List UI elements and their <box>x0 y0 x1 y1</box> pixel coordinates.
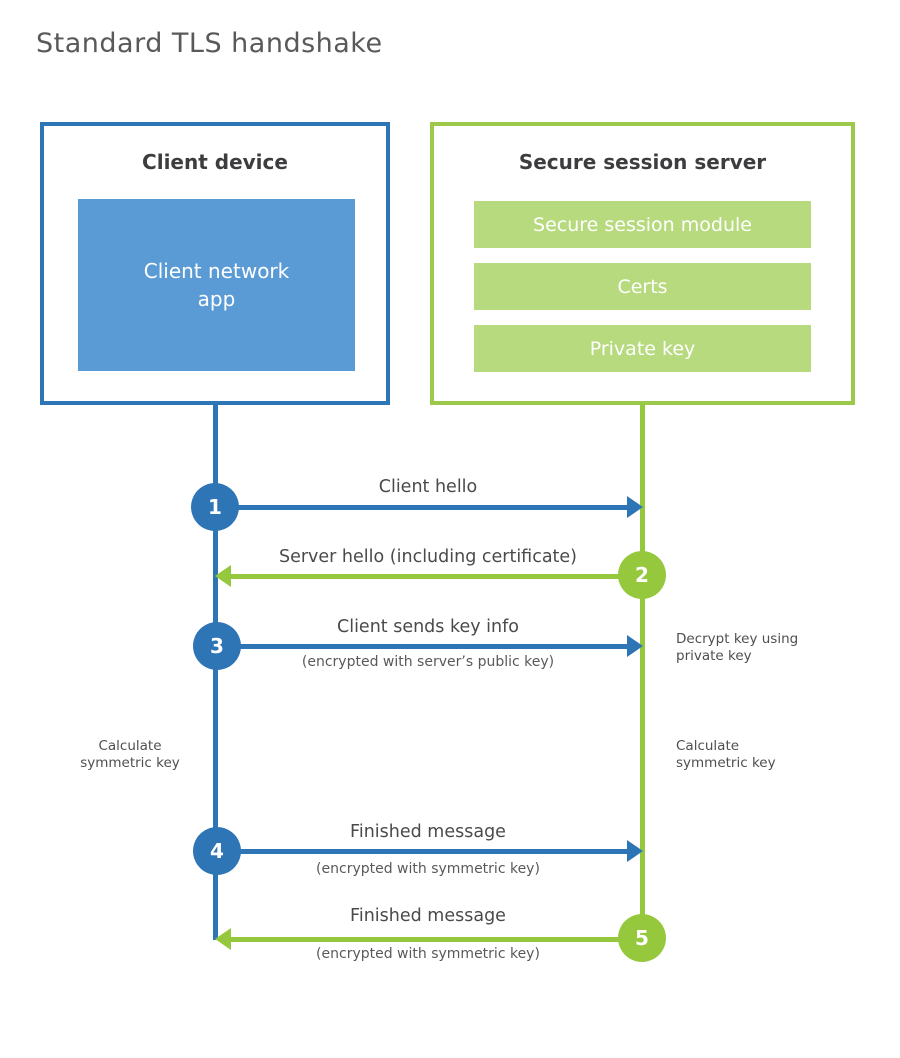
client-device-box: Client device Client network app <box>40 122 390 405</box>
note-calculate-symmetric-key-client: Calculate symmetric key <box>80 738 180 771</box>
step2-arrow-line <box>231 574 641 579</box>
step1-arrowhead-right-icon <box>627 496 643 518</box>
step1-label: Client hello <box>378 477 478 497</box>
step5-sublabel: (encrypted with symmetric key) <box>316 946 540 962</box>
step2-number-badge: 2 <box>618 551 666 599</box>
secure-session-server-box: Secure session server Secure session mod… <box>430 122 855 405</box>
step5-label: Finished message <box>350 906 506 926</box>
client-device-title: Client device <box>142 150 288 174</box>
client-network-app-block: Client network app <box>78 199 355 371</box>
step2-label: Server hello (including certificate) <box>278 547 578 567</box>
step5-arrow-line <box>231 937 641 942</box>
step2-arrowhead-left-icon <box>215 565 231 587</box>
step4-label: Finished message <box>350 822 506 842</box>
server-module-certs: Certs <box>474 263 811 310</box>
step1-arrow-line <box>215 505 629 510</box>
step4-arrowhead-right-icon <box>627 840 643 862</box>
step4-arrow-line <box>217 849 629 854</box>
step5-arrowhead-left-icon <box>215 928 231 950</box>
page-title: Standard TLS handshake <box>36 28 383 59</box>
step3-sublabel: (encrypted with server’s public key) <box>301 654 555 670</box>
note-decrypt-key: Decrypt key using private key <box>676 631 799 664</box>
step1-number-badge: 1 <box>191 483 239 531</box>
secure-session-server-title: Secure session server <box>518 150 767 174</box>
server-module-private-key: Private key <box>474 325 811 372</box>
step3-arrowhead-right-icon <box>627 635 643 657</box>
step3-label: Client sends key info <box>336 617 519 637</box>
step3-arrow-line <box>217 644 629 649</box>
step5-number-badge: 5 <box>618 914 666 962</box>
step3-number-badge: 3 <box>193 622 241 670</box>
note-calculate-symmetric-key-server: Calculate symmetric key <box>676 738 776 771</box>
step4-number-badge: 4 <box>193 827 241 875</box>
step4-sublabel: (encrypted with symmetric key) <box>316 861 540 877</box>
server-lifeline <box>640 404 645 940</box>
client-lifeline <box>213 404 218 940</box>
server-module-secure-session: Secure session module <box>474 201 811 248</box>
